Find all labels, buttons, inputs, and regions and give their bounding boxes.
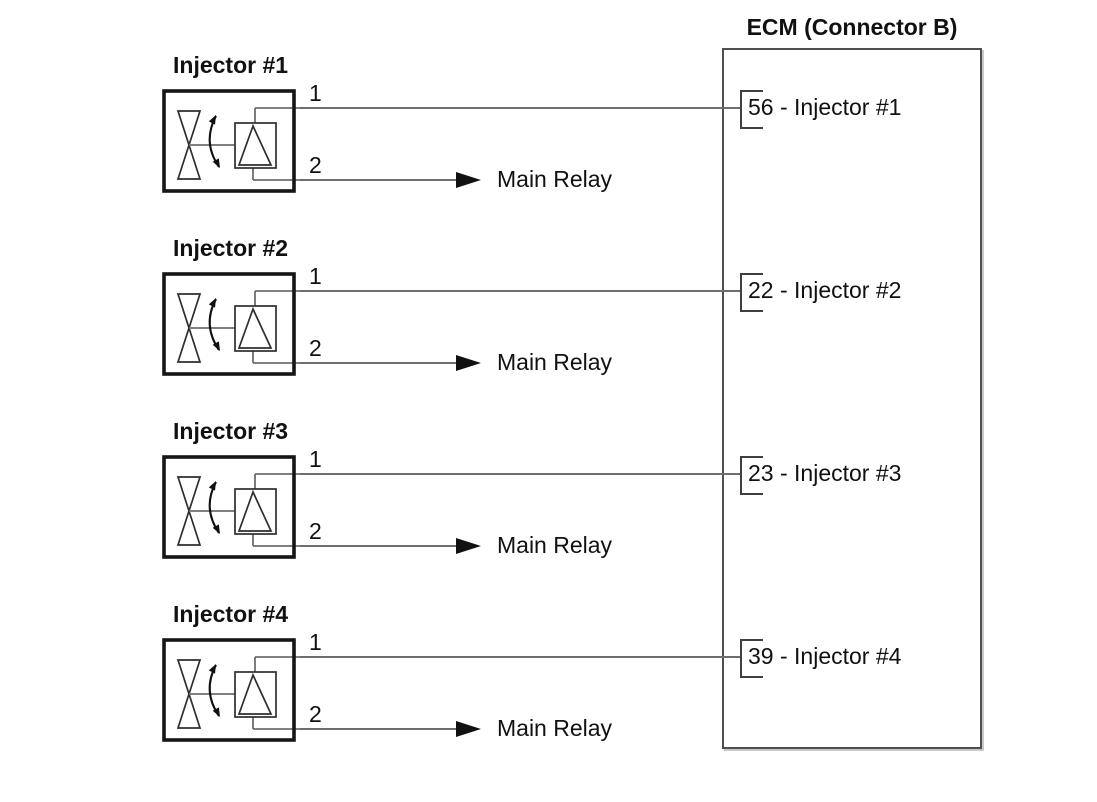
pin2-wire bbox=[300, 179, 456, 181]
pin2-wire bbox=[300, 728, 456, 730]
valve-icon bbox=[176, 659, 235, 729]
injector-label: Injector #4 bbox=[173, 601, 289, 627]
main-relay-label: Main Relay bbox=[497, 715, 613, 741]
rotation-arrow-icon bbox=[208, 298, 220, 351]
ecm-pin-label: 22 - Injector #2 bbox=[748, 277, 902, 303]
injector-label: Injector #2 bbox=[173, 235, 289, 261]
ecm-pin-label: 39 - Injector #4 bbox=[748, 643, 902, 669]
injector-symbol bbox=[162, 272, 300, 376]
injector-body-outline bbox=[162, 272, 296, 376]
injector-label: Injector #3 bbox=[173, 418, 289, 444]
ecm-title: ECM (Connector B) bbox=[746, 14, 958, 40]
rotation-arrow-icon bbox=[208, 481, 220, 534]
solenoid-icon bbox=[234, 671, 277, 718]
pin2-wire bbox=[300, 545, 456, 547]
pin1-number: 1 bbox=[309, 629, 322, 655]
pin1-number: 1 bbox=[309, 263, 322, 289]
rotation-arrow-icon bbox=[208, 115, 220, 168]
solenoid-icon bbox=[234, 122, 277, 169]
ecm-pin-label: 56 - Injector #1 bbox=[748, 94, 902, 120]
injector-label: Injector #1 bbox=[173, 52, 289, 78]
pin2-number: 2 bbox=[309, 701, 322, 727]
pin1-number: 1 bbox=[309, 80, 322, 106]
injector-body-outline bbox=[162, 455, 296, 559]
ecm-pin-bracket bbox=[740, 639, 763, 678]
relay-arrowhead-icon bbox=[456, 538, 481, 554]
ecm-box bbox=[722, 48, 982, 749]
relay-arrowhead-icon bbox=[456, 355, 481, 371]
pin2-wire bbox=[300, 362, 456, 364]
rotation-arrow-icon bbox=[208, 664, 220, 717]
injector-body-outline bbox=[162, 638, 296, 742]
ecm-pin-bracket bbox=[740, 456, 763, 495]
pin1-number: 1 bbox=[309, 446, 322, 472]
pin1-wire bbox=[300, 473, 740, 475]
main-relay-label: Main Relay bbox=[497, 166, 613, 192]
injector-symbol bbox=[162, 638, 300, 742]
valve-icon bbox=[176, 293, 235, 363]
injector-symbol bbox=[162, 89, 300, 193]
ecm-pin-bracket bbox=[740, 90, 763, 129]
pin1-wire bbox=[300, 107, 740, 109]
ecm-pin-label: 23 - Injector #3 bbox=[748, 460, 902, 486]
pin1-wire bbox=[300, 656, 740, 658]
main-relay-label: Main Relay bbox=[497, 532, 613, 558]
valve-icon bbox=[176, 110, 235, 180]
solenoid-icon bbox=[234, 305, 277, 352]
ecm-pin-bracket bbox=[740, 273, 763, 312]
pin2-number: 2 bbox=[309, 152, 322, 178]
pin2-number: 2 bbox=[309, 335, 322, 361]
injector-symbol bbox=[162, 455, 300, 559]
injector-body-outline bbox=[162, 89, 296, 193]
pin-stub-wires bbox=[252, 656, 300, 730]
pin1-wire bbox=[300, 290, 740, 292]
relay-arrowhead-icon bbox=[456, 721, 481, 737]
solenoid-icon bbox=[234, 488, 277, 535]
main-relay-label: Main Relay bbox=[497, 349, 613, 375]
pin2-number: 2 bbox=[309, 518, 322, 544]
relay-arrowhead-icon bbox=[456, 172, 481, 188]
valve-icon bbox=[176, 476, 235, 546]
